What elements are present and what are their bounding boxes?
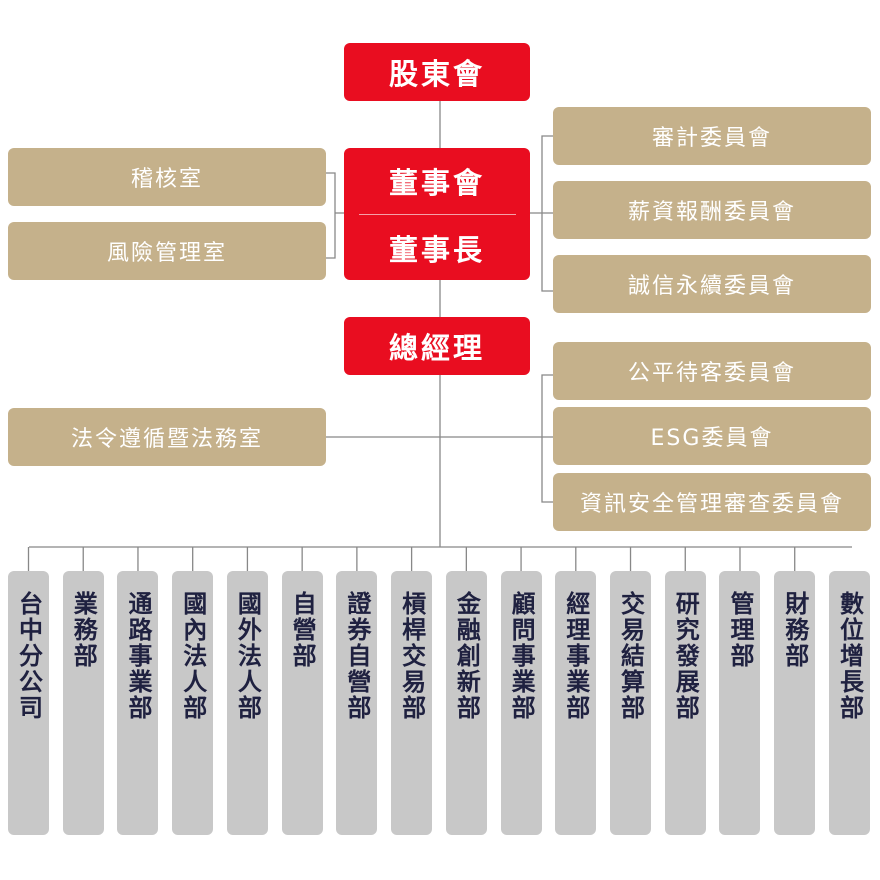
department-label: 國內法人部 (178, 591, 207, 721)
board-label: 董事會 (388, 165, 485, 200)
department-box: 台中分公司 (8, 571, 49, 835)
department-label: 研究發展部 (671, 591, 700, 721)
department-label: 業務部 (69, 591, 98, 669)
department-label: 國外法人部 (233, 591, 262, 721)
department-box: 管理部 (719, 571, 761, 835)
department-label: 經理事業部 (561, 591, 590, 721)
audit-office-label: 稽核室 (130, 167, 203, 192)
president-label: 總經理 (388, 331, 485, 365)
audit-office-box: 稽核室 (8, 148, 326, 206)
department-label: 證券自營部 (342, 591, 371, 721)
legal-office-label: 法令遵循暨法務室 (70, 427, 263, 452)
department-box: 金融創新部 (445, 571, 487, 835)
infosec-committee-box: 資訊安全管理審查委員會 (553, 473, 871, 531)
department-label: 台中分公司 (14, 591, 43, 721)
department-box: 槓桿交易部 (391, 571, 433, 835)
department-box: 通路事業部 (117, 571, 159, 835)
esg-committee-box: ESG委員會 (553, 407, 871, 465)
department-box: 交易結算部 (610, 571, 652, 835)
department-label: 金融創新部 (452, 591, 481, 721)
department-box: 顧問事業部 (500, 571, 542, 835)
department-label: 顧問事業部 (507, 591, 536, 721)
infosec-committee-label: 資訊安全管理審查委員會 (579, 492, 844, 517)
department-box: 自營部 (281, 571, 323, 835)
audit-committee-label: 審計委員會 (651, 126, 772, 151)
department-label: 自營部 (288, 591, 317, 669)
department-label: 槓桿交易部 (397, 591, 426, 721)
department-box: 國外法人部 (226, 571, 268, 835)
integrity-committee-label: 誠信永續委員會 (627, 274, 796, 299)
remuneration-committee-label: 薪資報酬委員會 (627, 200, 796, 225)
esg-committee-label: ESG委員會 (650, 426, 774, 451)
board-divider (358, 213, 516, 215)
legal-office-box: 法令遵循暨法務室 (8, 408, 326, 466)
department-label: 管理部 (725, 591, 754, 669)
shareholders-label: 股東會 (388, 57, 485, 91)
chairman-label: 董事長 (388, 232, 485, 267)
department-label: 交易結算部 (616, 591, 645, 721)
shareholders-box: 股東會 (344, 43, 530, 101)
department-label: 數位增長部 (835, 591, 864, 721)
department-label: 通路事業部 (123, 591, 152, 721)
fair-treatment-committee-box: 公平待客委員會 (553, 342, 871, 400)
department-box: 業務部 (62, 571, 104, 835)
department-box: 經理事業部 (555, 571, 597, 835)
department-box: 數位增長部 (828, 571, 870, 835)
department-box: 研究發展部 (664, 571, 706, 835)
board-box: 董事會 董事長 (344, 148, 530, 280)
risk-office-box: 風險管理室 (8, 222, 326, 280)
department-box: 財務部 (774, 571, 816, 835)
department-box: 國內法人部 (172, 571, 214, 835)
audit-committee-box: 審計委員會 (553, 107, 871, 165)
president-box: 總經理 (344, 317, 530, 375)
risk-office-label: 風險管理室 (106, 241, 227, 266)
remuneration-committee-box: 薪資報酬委員會 (553, 181, 871, 239)
department-box: 證券自營部 (336, 571, 378, 835)
integrity-committee-box: 誠信永續委員會 (553, 255, 871, 313)
fair-treatment-committee-label: 公平待客委員會 (627, 361, 796, 386)
department-label: 財務部 (780, 591, 809, 669)
